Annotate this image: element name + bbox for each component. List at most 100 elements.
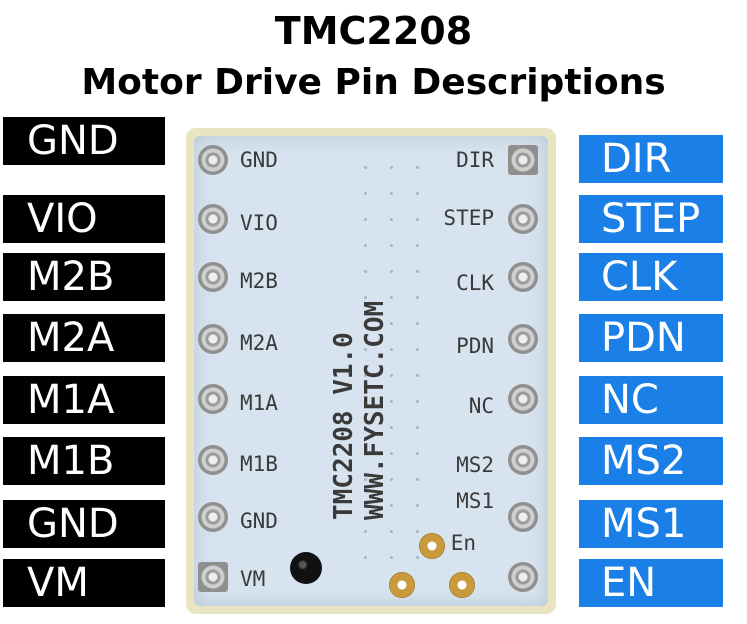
right-pin-pad — [508, 384, 538, 414]
board-dot — [390, 530, 393, 533]
silkscreen-right-label: En — [450, 531, 476, 555]
silkscreen-right-label: CLK — [456, 271, 494, 295]
right-pin-pad — [508, 262, 538, 292]
board-dot — [390, 244, 393, 247]
board-dot — [364, 166, 367, 169]
left-pin-label: M1B — [3, 437, 165, 485]
board-dot — [416, 348, 419, 351]
board-dot — [416, 322, 419, 325]
silkscreen-left-label: VIO — [240, 211, 278, 235]
pcb-board — [186, 128, 556, 614]
board-dot — [390, 426, 393, 429]
board-dot — [416, 504, 419, 507]
board-dot — [416, 270, 419, 273]
left-pin-pad — [198, 262, 228, 292]
board-dot — [364, 504, 367, 507]
silkscreen-left-label: GND — [240, 509, 278, 533]
board-dot — [416, 426, 419, 429]
board-dot — [416, 400, 419, 403]
board-dot — [416, 556, 419, 559]
right-pin-label: DIR — [579, 135, 723, 183]
board-dot — [416, 192, 419, 195]
board-dot — [416, 452, 419, 455]
board-dot — [364, 270, 367, 273]
gold-pad — [419, 533, 445, 559]
board-dot — [390, 478, 393, 481]
left-pin-label: VM — [3, 559, 165, 607]
board-dot — [390, 374, 393, 377]
right-pin-label: STEP — [579, 195, 723, 243]
right-pin-pad — [508, 445, 538, 475]
board-dot — [364, 478, 367, 481]
pcb-face — [194, 136, 548, 606]
diagram-subtitle: Motor Drive Pin Descriptions — [81, 62, 666, 103]
board-dot — [390, 322, 393, 325]
right-pin-pad — [508, 204, 538, 234]
board-dot — [390, 166, 393, 169]
right-pin-label: MS1 — [579, 500, 723, 548]
silkscreen-right-label: STEP — [443, 206, 494, 230]
board-dot — [416, 166, 419, 169]
board-dot — [364, 192, 367, 195]
right-pin-label: EN — [579, 559, 723, 607]
board-dot — [364, 322, 367, 325]
board-dot — [416, 296, 419, 299]
left-pin-pad — [198, 445, 228, 475]
board-dot — [390, 218, 393, 221]
board-dot — [390, 504, 393, 507]
board-dot — [416, 218, 419, 221]
board-dot — [364, 348, 367, 351]
silkscreen-right-label: MS2 — [456, 453, 494, 477]
silkscreen-left-label: M1B — [240, 452, 278, 476]
board-dot — [416, 244, 419, 247]
silkscreen-right-label: NC — [468, 394, 494, 418]
board-dot — [390, 192, 393, 195]
board-dot — [364, 374, 367, 377]
right-pin-label: PDN — [579, 314, 723, 362]
left-pin-pad — [198, 562, 228, 592]
right-pin-label: NC — [579, 376, 723, 424]
silkscreen-right-label: MS1 — [456, 489, 494, 513]
board-dot — [416, 530, 419, 533]
board-dot — [390, 348, 393, 351]
right-pin-label: CLK — [579, 253, 723, 301]
right-pin-pad — [508, 324, 538, 354]
board-dot — [364, 426, 367, 429]
silkscreen-left-label: M2B — [240, 269, 278, 293]
left-pin-label: M2A — [3, 314, 165, 362]
board-dot — [390, 452, 393, 455]
board-dot — [390, 556, 393, 559]
board-dot — [364, 400, 367, 403]
left-pin-pad — [198, 145, 228, 175]
right-pin-label: MS2 — [579, 437, 723, 485]
silkscreen-right-label: PDN — [456, 334, 494, 358]
board-dot — [390, 296, 393, 299]
gold-pad — [389, 572, 415, 598]
silkscreen-left-label: M1A — [240, 391, 278, 415]
left-pin-pad — [198, 384, 228, 414]
right-pin-pad — [508, 562, 538, 592]
silkscreen-right-label: DIR — [456, 148, 494, 172]
silkscreen-left-label: GND — [240, 148, 278, 172]
right-pin-pad — [508, 502, 538, 532]
board-dot — [364, 452, 367, 455]
board-dot — [416, 374, 419, 377]
board-dot — [390, 400, 393, 403]
left-pin-pad — [198, 324, 228, 354]
board-dot — [416, 478, 419, 481]
silkscreen-left-label: M2A — [240, 331, 278, 355]
gold-pad — [449, 572, 475, 598]
right-pin-pad — [508, 145, 538, 175]
left-pin-label: VIO — [3, 195, 165, 243]
board-dot — [364, 218, 367, 221]
board-dot — [390, 270, 393, 273]
left-pin-pad — [198, 502, 228, 532]
left-pin-label: M1A — [3, 376, 165, 424]
board-website-text: WWW.FYSETC.COM — [360, 300, 390, 520]
board-dot — [364, 530, 367, 533]
silkscreen-left-label: VM — [240, 567, 266, 591]
thermistor-component — [290, 552, 322, 584]
board-model-text: TMC2208 V1.0 — [329, 332, 359, 520]
left-pin-pad — [198, 204, 228, 234]
board-dot — [364, 296, 367, 299]
